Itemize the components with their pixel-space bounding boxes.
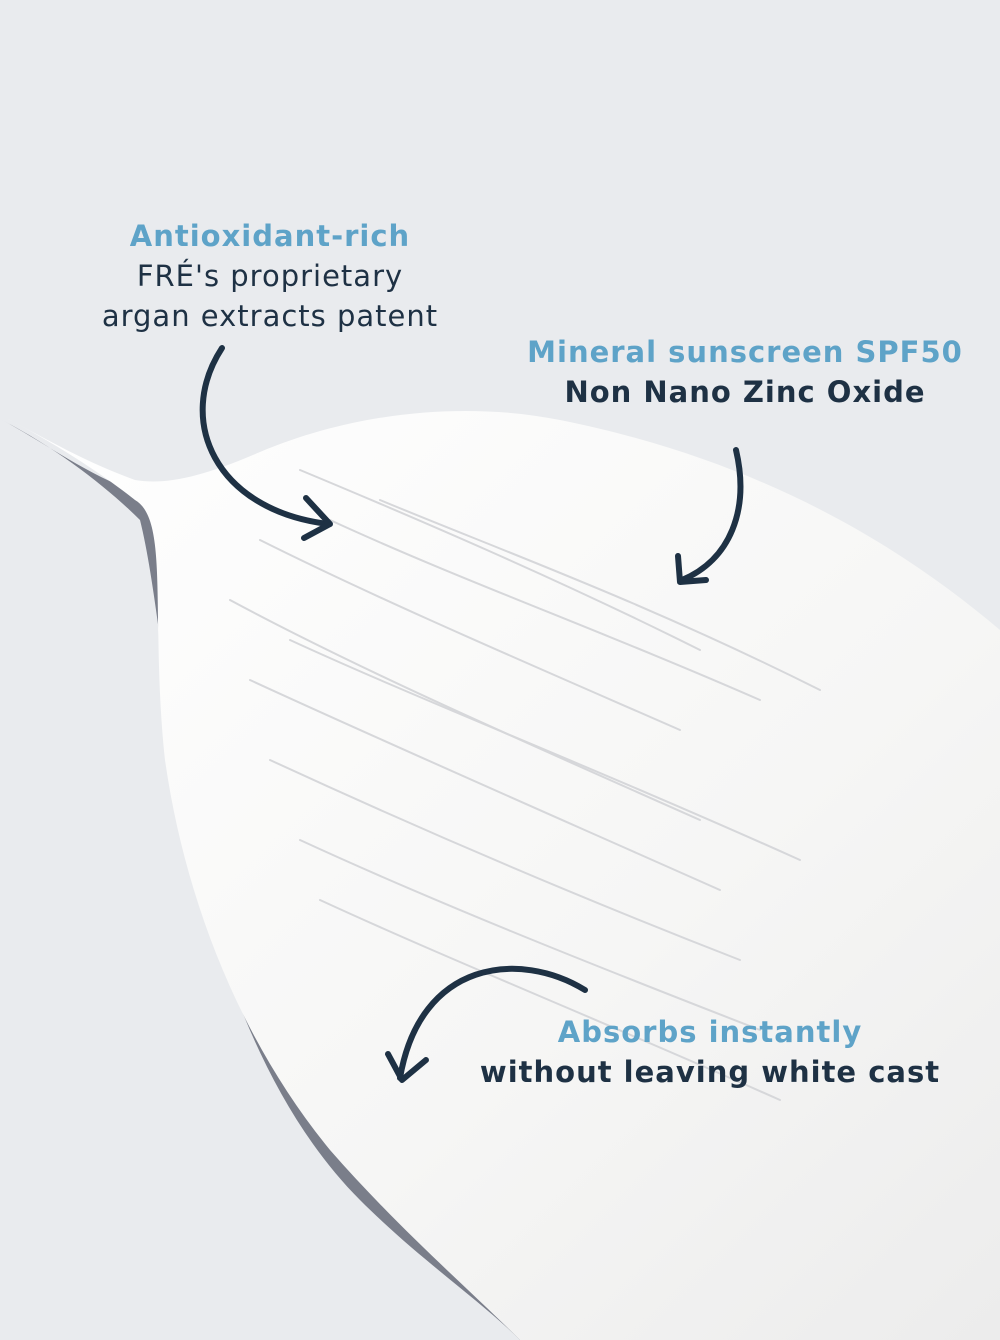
callout-mineral-line1: Non Nano Zinc Oxide bbox=[564, 375, 926, 409]
callout-antioxidant: Antioxidant-rich FRÉ's proprietary argan… bbox=[60, 216, 480, 336]
arrow-absorbs-icon bbox=[385, 965, 588, 1083]
callout-absorbs-headline: Absorbs instantly bbox=[557, 1015, 863, 1049]
callout-antioxidant-line1: FRÉ's proprietary bbox=[136, 259, 404, 293]
cream-texture-ridges bbox=[229, 469, 821, 1101]
arrow-antioxidant-icon bbox=[199, 345, 333, 541]
callout-mineral: Mineral sunscreen SPF50 Non Nano Zinc Ox… bbox=[500, 332, 990, 412]
arrow-mineral-icon bbox=[675, 447, 744, 585]
callout-antioxidant-headline: Antioxidant-rich bbox=[129, 219, 411, 253]
callout-mineral-headline: Mineral sunscreen SPF50 bbox=[527, 335, 963, 369]
cream-swatch bbox=[0, 410, 1000, 1340]
callout-absorbs: Absorbs instantly without leaving white … bbox=[440, 1012, 980, 1092]
callout-absorbs-line1: without leaving white cast bbox=[479, 1055, 941, 1089]
callout-antioxidant-line2: argan extracts patent bbox=[101, 299, 439, 333]
